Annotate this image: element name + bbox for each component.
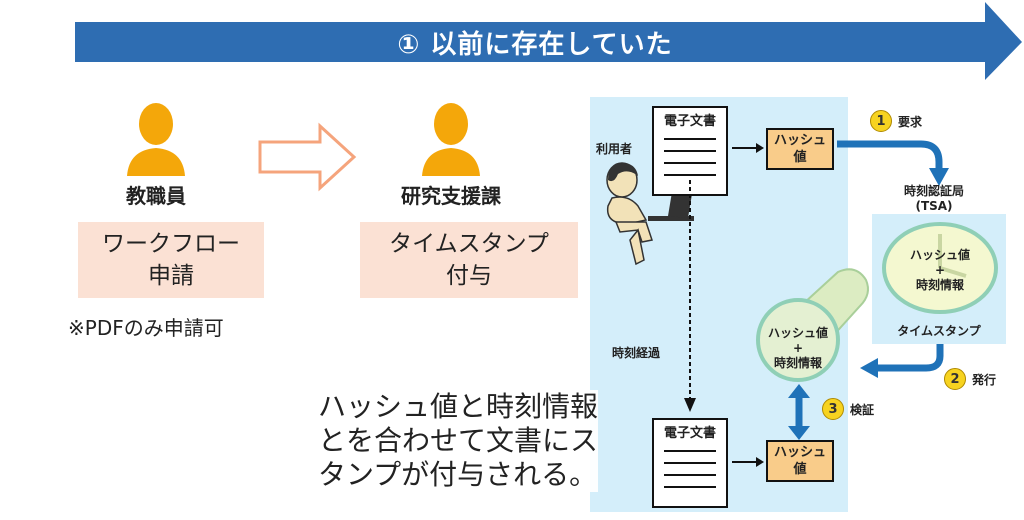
hash-label-line1: ハッシュ <box>773 445 826 460</box>
stamp-text: ハッシュ値 + 時刻情報 <box>758 326 838 371</box>
clock-text-line3: 時刻情報 <box>915 278 964 292</box>
banner-arrow <box>75 2 1022 80</box>
step2-label: 発行 <box>972 373 997 387</box>
step1-badge: 1 <box>870 110 892 132</box>
issue-arrow-icon <box>860 344 944 378</box>
document-title: 電子文書 <box>663 426 716 441</box>
arrow-right-icon <box>732 143 764 153</box>
pdf-note: ※PDFのみ申請可 <box>68 316 224 340</box>
document-line <box>664 486 716 488</box>
document-line <box>664 474 716 476</box>
user-label: 利用者 <box>596 142 633 156</box>
tsa-label-line1: 時刻認証局 <box>903 184 964 198</box>
caption-line1: ハッシュ値と時刻情報 <box>318 390 599 423</box>
hash-label-line2: 値 <box>793 462 807 477</box>
step3-label: 検証 <box>850 403 875 417</box>
step2-badge: 2 <box>944 368 966 390</box>
timestamp-box-line2: 付与 <box>446 263 492 289</box>
timestamp-box-line1: タイムスタンプ <box>389 231 549 257</box>
stamp-icon <box>756 268 869 382</box>
caption-line2: とを合わせて文書にス <box>318 424 599 457</box>
arrow-right-icon <box>732 457 764 467</box>
hash-value-box-2: ハッシュ 値 <box>766 440 834 482</box>
elapsed-label: 時刻経過 <box>612 346 661 360</box>
workflow-box-line1: ワークフロー <box>102 231 240 257</box>
hash-label-line2: 値 <box>793 150 807 165</box>
document-line <box>664 138 716 140</box>
role-research-support: 研究支援課 <box>401 184 501 208</box>
hash-label-line1: ハッシュ <box>773 133 826 148</box>
stamp-text-line1: ハッシュ値 <box>767 326 828 340</box>
document-line <box>664 174 716 176</box>
document-line <box>664 450 716 452</box>
timestamp-label: タイムスタンプ <box>897 324 981 338</box>
banner-title: ① 以前に存在していた <box>397 29 673 60</box>
clock-text: ハッシュ値 + 時刻情報 <box>880 248 1000 293</box>
clock-text-line2: + <box>934 263 946 277</box>
hash-value-box: ハッシュ 値 <box>766 128 834 170</box>
clock-icon <box>882 222 998 314</box>
request-arrow-icon <box>837 140 949 186</box>
electronic-document-2: 電子文書 <box>652 418 728 508</box>
tsa-label-line2: (TSA) <box>915 199 953 213</box>
person-icon <box>127 103 185 176</box>
document-line <box>664 162 716 164</box>
time-elapsed-arrow-icon <box>684 180 696 412</box>
role-staff: 教職員 <box>126 184 186 208</box>
clock-text-line1: ハッシュ値 <box>909 248 970 262</box>
stamp-text-line3: 時刻情報 <box>773 356 822 370</box>
step1-label: 要求 <box>898 115 923 129</box>
flow-arrow-icon <box>258 122 357 192</box>
caption-line3: タンプが付与される。 <box>318 458 598 491</box>
caption-text: ハッシュ値と時刻情報 とを合わせて文書にス タンプが付与される。 <box>318 390 599 492</box>
stamp-text-line2: + <box>792 341 804 355</box>
document-title: 電子文書 <box>663 114 716 129</box>
tsa-label: 時刻認証局 (TSA) <box>870 182 998 213</box>
timestamp-box: タイムスタンプ 付与 <box>360 222 578 298</box>
person-icon <box>422 103 480 176</box>
verify-arrow-icon <box>788 384 810 440</box>
document-line <box>664 462 716 464</box>
workflow-box-line2: 申請 <box>148 263 194 289</box>
document-line <box>664 150 716 152</box>
step3-badge: 3 <box>822 398 844 420</box>
workflow-box: ワークフロー 申請 <box>78 222 264 298</box>
